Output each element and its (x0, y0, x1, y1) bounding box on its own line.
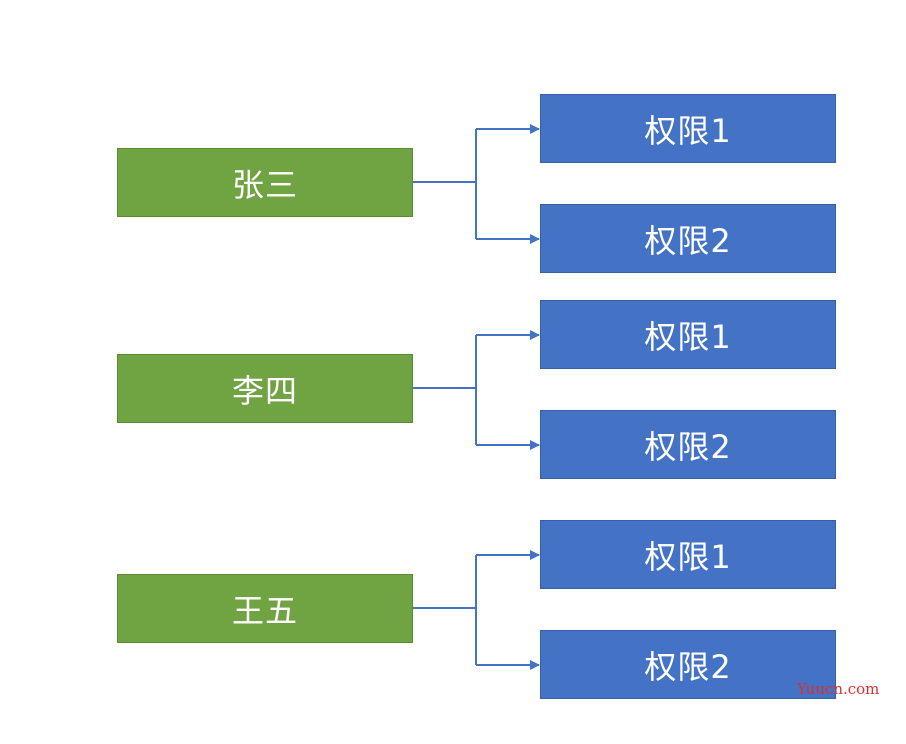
permission-box-2-1: 权限1 (540, 300, 836, 369)
connector-group-3 (413, 550, 540, 670)
watermark-text: Yuucn.com (797, 680, 880, 698)
connector-group-1 (413, 124, 540, 244)
permission-box-1-1: 权限1 (540, 94, 836, 163)
permission-box-2-2: 权限2 (540, 410, 836, 479)
connector-group-2 (413, 330, 540, 450)
user-box-1: 张三 (117, 148, 413, 217)
user-box-3: 王五 (117, 574, 413, 643)
user-box-2: 李四 (117, 354, 413, 423)
permission-box-3-2: 权限2 (540, 630, 836, 699)
permission-box-1-2: 权限2 (540, 204, 836, 273)
permission-box-3-1: 权限1 (540, 520, 836, 589)
